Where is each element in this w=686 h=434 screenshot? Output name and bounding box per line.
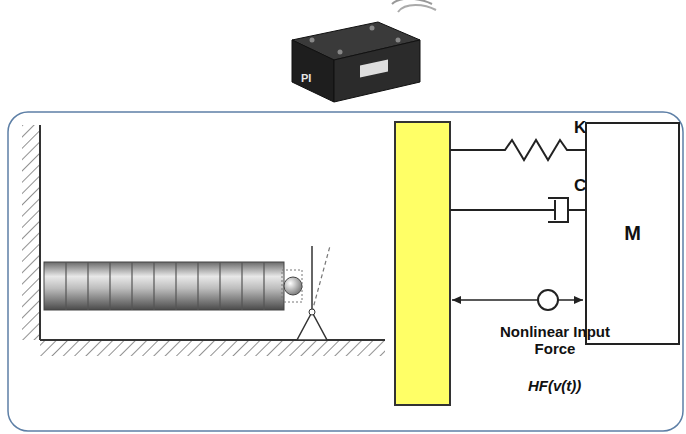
base-block: [395, 122, 450, 405]
spring-symbol: [450, 140, 585, 160]
force-label: HF(v(t)): [528, 377, 581, 394]
element-symbol: C: [574, 176, 586, 196]
force-label: Nonlinear Input Force: [500, 323, 610, 358]
force-element: [452, 290, 583, 310]
mass-label: M: [624, 222, 641, 245]
wall: [22, 125, 40, 340]
piezo-stack: [44, 246, 330, 340]
piezo-stage-photo: [292, 0, 436, 102]
element-symbol: K: [574, 118, 586, 138]
panel-frame: [8, 112, 683, 431]
floor: [40, 340, 385, 356]
mass-box: M: [585, 122, 680, 345]
brand-logo: PI: [301, 72, 311, 85]
damper-symbol: [450, 198, 585, 222]
